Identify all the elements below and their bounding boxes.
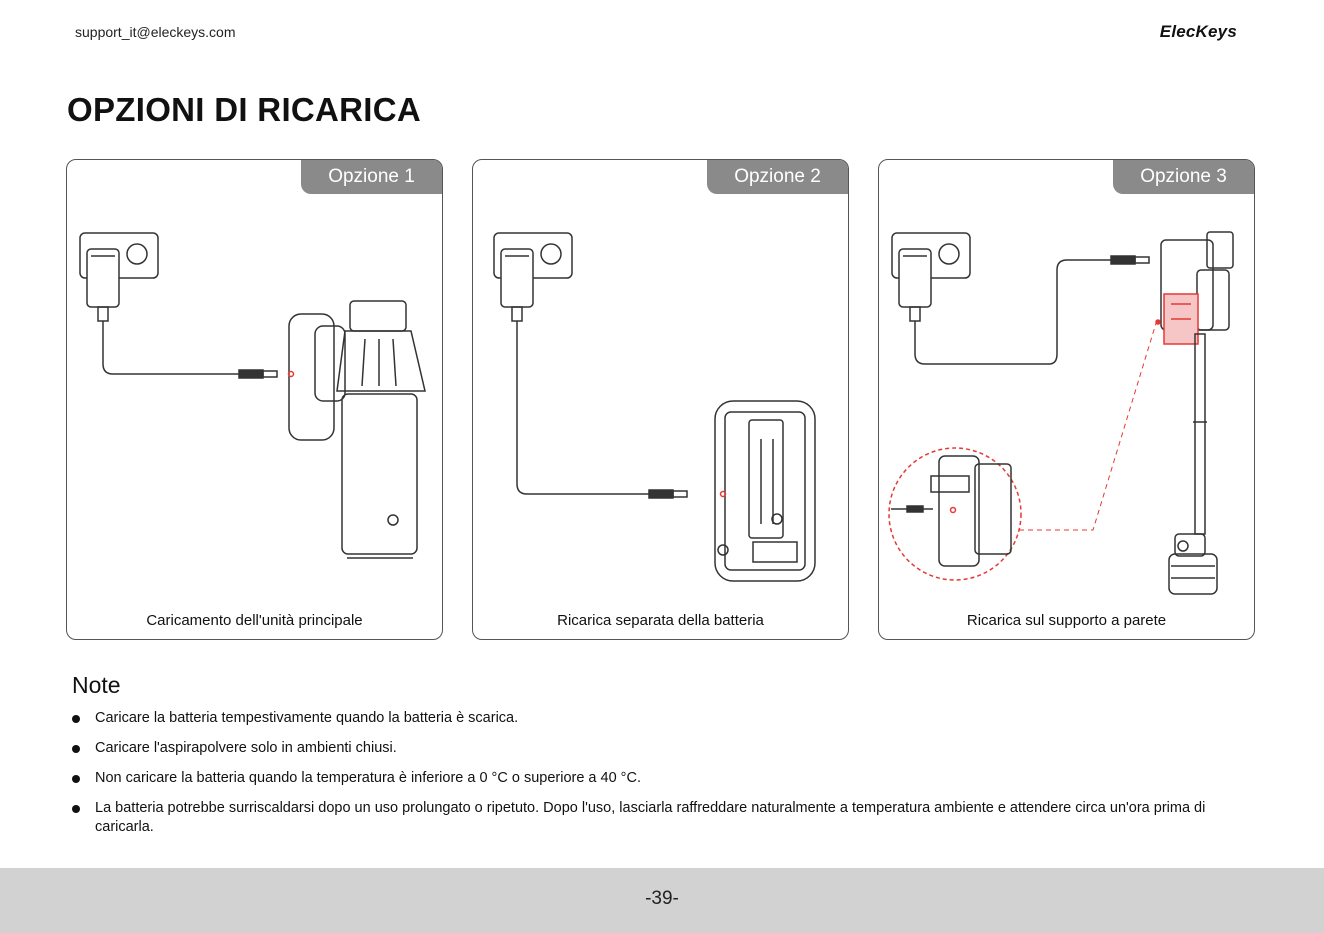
option-panel-3: Opzione 3 (878, 159, 1255, 640)
page-title: OPZIONI DI RICARICA (67, 91, 422, 128)
option-caption-3: Ricarica sul supporto a parete (966, 612, 1167, 629)
wall-charger-battery-icon (493, 232, 816, 582)
wall-charger-handheld-vacuum-icon (79, 232, 426, 559)
option-panel-2: Opzione 2 Ricarica separata della b (472, 159, 849, 640)
bullet-icon (72, 715, 80, 723)
page-footer: -39- (0, 868, 1324, 933)
notes-title: Note (72, 672, 121, 698)
list-item: Caricare l'aspirapolvere solo in ambient… (70, 739, 1250, 758)
option-tab-2: Opzione 2 (707, 160, 848, 194)
list-item: Non caricare la batteria quando la tempe… (70, 769, 1250, 788)
option-tab-1: Opzione 1 (301, 160, 442, 194)
page-number: -39- (645, 888, 679, 909)
option-tab-3: Opzione 3 (1113, 160, 1254, 194)
list-item: Caricare la batteria tempestivamente qua… (70, 709, 1250, 728)
notes-list: Caricare la batteria tempestivamente qua… (70, 709, 1250, 848)
support-email: support_it@eleckeys.com (75, 24, 236, 40)
brand-logo: ElecKeys (1159, 22, 1237, 41)
note-text: La batteria potrebbe surriscaldarsi dopo… (95, 800, 1206, 835)
bullet-icon (72, 775, 80, 783)
note-text: Non caricare la batteria quando la tempe… (95, 770, 641, 786)
bullet-icon (72, 805, 80, 813)
wall-charger-wall-mount-icon (888, 231, 1234, 595)
note-text: Caricare l'aspirapolvere solo in ambient… (95, 740, 397, 756)
list-item: La batteria potrebbe surriscaldarsi dopo… (70, 799, 1250, 837)
option-panel-1: Opzione 1 (66, 159, 443, 640)
note-text: Caricare la batteria tempestivamente qua… (95, 710, 519, 726)
option-caption-2: Ricarica separata della batteria (557, 612, 764, 629)
bullet-icon (72, 745, 80, 753)
option-caption-1: Caricamento dell'unità principale (146, 612, 363, 629)
